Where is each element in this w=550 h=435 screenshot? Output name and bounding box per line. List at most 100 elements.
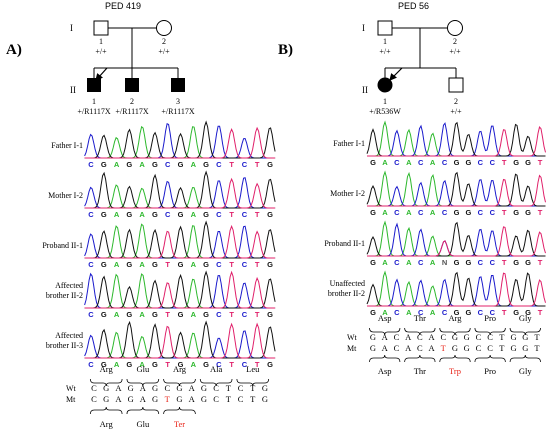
base-call: G [267,260,273,269]
sequence-base: T [441,343,447,353]
base-call: T [538,258,543,267]
base-call: G [126,210,132,219]
sequence-base: G [262,383,268,393]
pedigree-a [93,27,179,78]
base-call: G [152,310,158,319]
gen-a-1: I [70,23,73,33]
sequence-base: G [262,394,268,404]
trace-label: Proband II-1 [42,241,83,250]
trace-t-curve [367,125,546,157]
base-call: C [418,208,424,217]
base-call: T [229,160,234,169]
base-call: G [178,210,184,219]
sequence-base: T [534,332,540,342]
base-call: G [101,310,107,319]
father-a-number: 1 [99,37,103,46]
base-call: T [502,208,507,217]
sequence-base: C [394,332,400,342]
base-call: A [191,160,197,169]
base-call: T [538,158,543,167]
mother-b-number: 2 [453,37,457,46]
trace-t-curve [84,224,276,259]
sequence-base: G [176,383,182,393]
base-call: A [382,208,388,217]
base-call: A [139,260,145,269]
base-call: C [216,160,222,169]
base-call: G [203,160,209,169]
base-call: A [114,260,120,269]
child-a1-number: 1 [92,97,96,106]
base-call: T [255,260,260,269]
base-call: G [454,308,460,317]
sequence-base: G [201,394,207,404]
base-call: C [490,158,496,167]
codon-brace [126,378,160,387]
sequence-base: T [499,343,505,353]
sequence-base: A [189,383,196,393]
base-call: G [203,310,209,319]
trace-t-curve [84,322,276,359]
sequence-base: A [189,394,196,404]
base-call: G [152,260,158,269]
codon-label: Leu [246,364,260,374]
codon-label: Gly [519,366,533,376]
sequence-base: G [103,383,109,393]
codon-brace [369,327,401,336]
base-call: A [430,158,436,167]
mother-a-number: 2 [162,37,166,46]
base-call: T [255,160,260,169]
codon-brace [509,327,541,336]
sequence-base: T [250,394,256,404]
trace-label: brother II-2 [46,291,83,300]
base-call: C [394,308,400,317]
base-call: A [139,360,145,369]
base-call: T [229,210,234,219]
base-call: G [267,160,273,169]
mt-label-b: Mt [347,344,357,353]
sequence-base: C [440,332,446,342]
sequence-base: G [464,343,470,353]
base-call: C [442,208,448,217]
base-call: A [430,208,436,217]
base-call: C [490,258,496,267]
base-call: G [152,360,158,369]
pedigree-a-title: PED 419 [105,1,141,11]
base-call: C [88,160,94,169]
base-call: A [191,310,197,319]
base-call: T [229,360,234,369]
base-call: C [216,310,222,319]
trace-label: brother II-3 [46,341,83,350]
base-call: G [126,310,132,319]
base-call: A [406,308,412,317]
sequence-base: T [534,343,540,353]
base-call: T [229,310,234,319]
codon-brace [439,327,471,336]
base-call: T [165,310,170,319]
base-call: C [165,210,171,219]
sequence-base: G [464,332,470,342]
sequence-base: C [91,383,97,393]
mother-a-genotype: +/+ [158,47,170,56]
base-call: A [191,360,197,369]
base-call: G [267,210,273,219]
father-b-number: 1 [383,37,387,46]
codon-brace [163,378,196,387]
codon-brace [369,354,401,363]
child-a2-number: 2 [130,97,134,106]
base-call: C [216,260,222,269]
base-call: A [114,310,120,319]
base-call: A [139,160,145,169]
base-call: A [382,258,388,267]
sequence-base: G [511,332,517,342]
base-call: C [216,360,222,369]
panel-a-label: A) [6,42,22,58]
base-call: G [370,158,376,167]
sequence-base: A [429,332,436,342]
trace-g-curve [366,171,546,207]
trace-g-curve [366,121,546,157]
